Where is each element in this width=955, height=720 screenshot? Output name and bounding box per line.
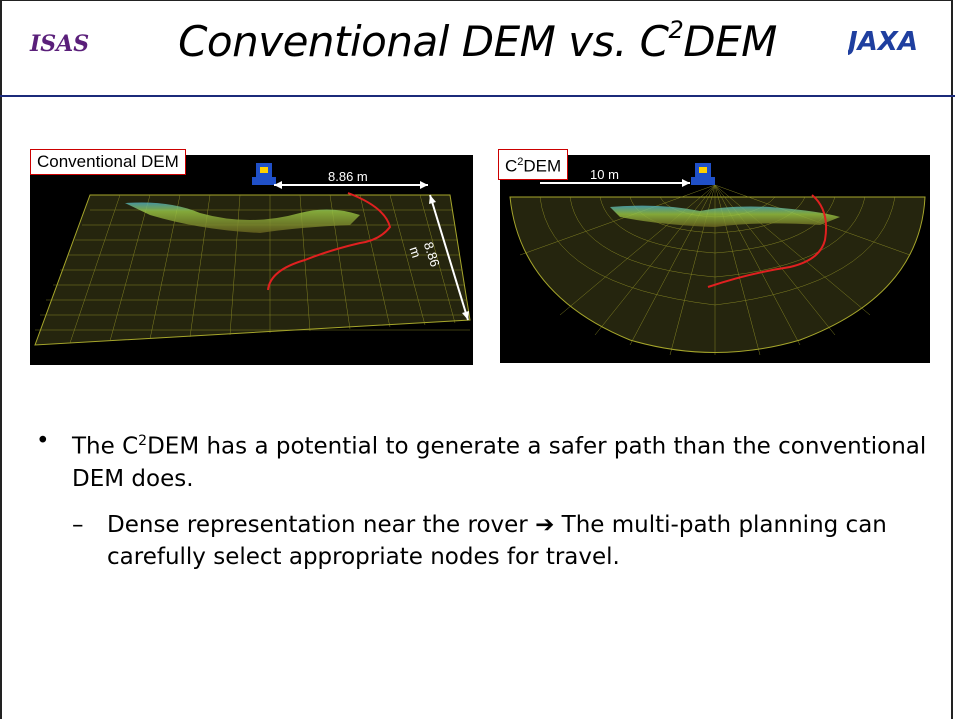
isas-logo-text: ISAS	[29, 31, 89, 56]
conventional-dem-image: 8.86 m 8.86 m	[30, 155, 473, 365]
bullet-1-prefix: The C	[72, 433, 139, 460]
bullet-1-marker: •	[36, 428, 50, 454]
title-sup: 2	[668, 16, 684, 44]
planned-path-left	[267, 192, 392, 291]
header-rule	[0, 95, 955, 97]
bullet-list: • The C2DEM has a potential to generate …	[36, 425, 936, 573]
dimension-top-left: 8.86 m	[328, 169, 368, 184]
c2dem-label-sup: 2	[517, 156, 524, 168]
dimension-top-right: 10 m	[590, 167, 619, 182]
slide-title: Conventional DEM vs. C2DEM	[0, 16, 955, 66]
arrow-icon: ➔	[535, 511, 555, 538]
title-prefix: Conventional DEM vs. C	[178, 17, 669, 66]
jaxa-logo: JAXA	[848, 27, 918, 57]
planned-path-right	[707, 194, 828, 288]
conventional-dem-label: Conventional DEM	[30, 149, 186, 175]
bullet-2-text-b: The multi-path planning can carefully se…	[107, 511, 887, 570]
bullet-1: • The C2DEM has a potential to generate …	[36, 425, 936, 495]
c2dem-label: C2DEM	[498, 149, 569, 180]
c2dem-image: 10 m	[500, 155, 930, 363]
bullet-2-text-a: Dense representation near the rover	[107, 511, 536, 538]
bullet-1-sup: 2	[138, 433, 148, 449]
c2dem-mesh	[509, 163, 926, 356]
conventional-dem-mesh	[34, 163, 471, 346]
bullet-1-suffix: DEM has a potential to generate a safer …	[72, 433, 927, 492]
isas-logo: ISAS	[29, 31, 89, 56]
jaxa-logo-text: JAXA	[848, 27, 918, 57]
title-suffix: DEM	[683, 17, 777, 66]
c2dem-label-prefix: C	[505, 156, 518, 176]
bullet-1-sub-1: – Dense representation near the rover ➔ …	[36, 509, 936, 573]
c2dem-label-suffix: DEM	[523, 156, 562, 176]
bullet-2-marker: –	[72, 511, 84, 538]
